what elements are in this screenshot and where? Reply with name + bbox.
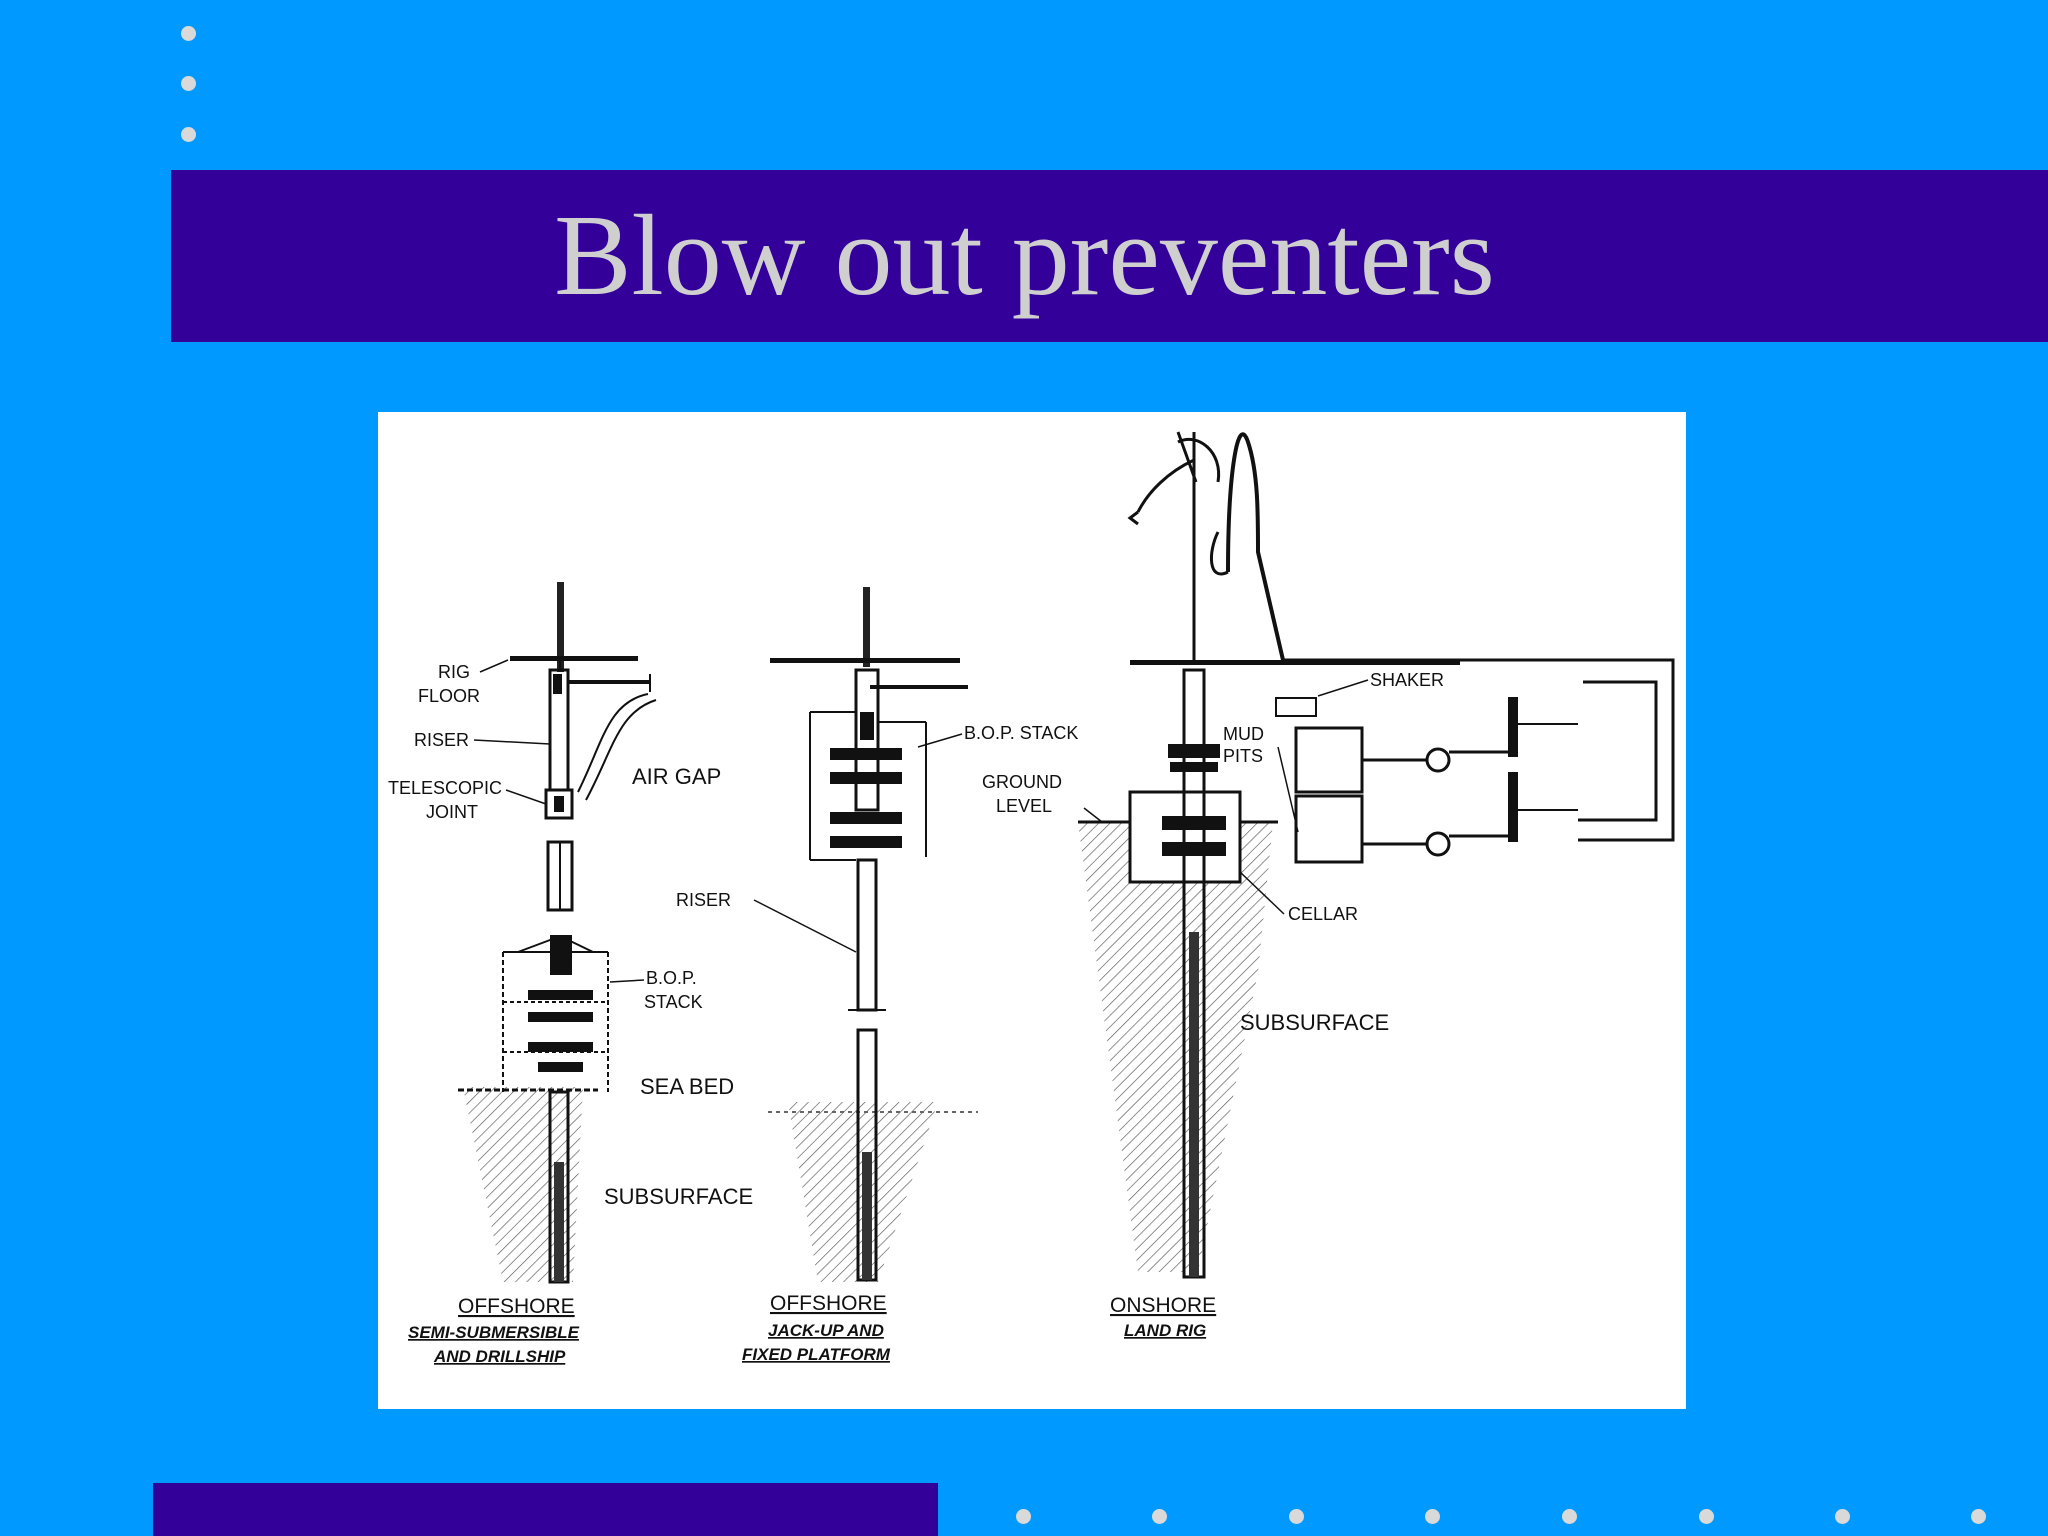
kelly-hose	[1127, 431, 1198, 526]
caption-line: LAND RIG	[1124, 1321, 1206, 1340]
decorative-dot	[1835, 1509, 1850, 1524]
riser	[856, 858, 878, 1012]
label-shaker: SHAKER	[1370, 670, 1444, 690]
label-rig-floor: FLOOR	[418, 686, 480, 706]
caption-line: AND DRILLSHIP	[433, 1347, 566, 1366]
label-mud-pits: MUD	[1223, 724, 1264, 744]
decorative-dot	[1699, 1509, 1714, 1524]
decorative-dot	[1562, 1509, 1577, 1524]
label-telescopic-joint: JOINT	[426, 802, 478, 822]
bop-diagram: RIG FLOOR RISER TELESCOPIC JOINT AIR GAP…	[388, 431, 1675, 1366]
label-rig-floor: RIG	[438, 662, 470, 682]
label-mud-pits: PITS	[1223, 746, 1263, 766]
bop-stack	[1162, 668, 1226, 884]
slide-title: Blow out preventers	[554, 192, 1495, 320]
decorative-dot	[181, 26, 196, 41]
drawing-offshore-semi: RIG FLOOR RISER TELESCOPIC JOINT AIR GAP…	[388, 582, 753, 1366]
decorative-dot	[1016, 1509, 1031, 1524]
label-telescopic-joint: TELESCOPIC	[388, 778, 502, 798]
mud-pits	[1277, 726, 1364, 864]
drawing-onshore: SHAKER MUD PITS GROUND LEVEL CELLAR SUBS…	[982, 431, 1675, 1340]
decorative-dot	[1425, 1509, 1440, 1524]
label-bop-stack: B.O.P.	[646, 968, 697, 988]
decorative-dot	[1289, 1509, 1304, 1524]
label-cellar: CELLAR	[1288, 904, 1358, 924]
drill-pipe	[557, 582, 564, 672]
rig-floor	[510, 656, 638, 661]
caption-line: FIXED PLATFORM	[742, 1345, 891, 1364]
subsurface-hatch	[463, 1087, 583, 1282]
air-gap-hose	[577, 693, 649, 793]
standpipe	[1226, 432, 1285, 661]
rig-floor	[1130, 660, 1460, 665]
drill-pipe	[863, 587, 870, 667]
bop-diagram-figure: RIG FLOOR RISER TELESCOPIC JOINT AIR GAP…	[378, 412, 1686, 1409]
label-sea-bed: SEA BED	[640, 1074, 734, 1099]
decorative-dot	[1152, 1509, 1167, 1524]
label-riser: RISER	[414, 730, 469, 750]
label-subsurface: SUBSURFACE	[604, 1184, 753, 1209]
label-subsurface: SUBSURFACE	[1240, 1010, 1389, 1035]
decorative-dot	[1971, 1509, 1986, 1524]
bop-stack	[502, 935, 609, 1092]
label-bop-stack: STACK	[644, 992, 703, 1012]
label-ground-level: LEVEL	[996, 796, 1052, 816]
shaker	[1275, 697, 1317, 717]
label-air-gap: AIR GAP	[632, 764, 721, 789]
caption-title: OFFSHORE	[770, 1292, 887, 1315]
label-ground-level: GROUND	[982, 772, 1062, 792]
bop-stack	[830, 668, 902, 848]
decorative-dot	[181, 127, 196, 142]
drawing-offshore-jackup: B.O.P. STACK RISER OFFSHORE JACK-UP AND …	[676, 587, 1078, 1364]
label-riser: RISER	[676, 890, 731, 910]
rig-floor	[770, 658, 960, 663]
caption-line: JACK-UP AND	[768, 1321, 884, 1340]
caption-title: ONSHORE	[1110, 1294, 1216, 1317]
subsurface-hatch	[1078, 822, 1273, 1272]
label-bop-stack: B.O.P. STACK	[964, 723, 1078, 743]
title-bar: Blow out preventers	[171, 170, 2048, 342]
caption-line: SEMI-SUBMERSIBLE	[408, 1323, 580, 1342]
footer-bar	[153, 1483, 938, 1536]
caption-title: OFFSHORE	[458, 1295, 575, 1318]
mud-pumps	[1362, 697, 1578, 857]
decorative-dot	[181, 76, 196, 91]
